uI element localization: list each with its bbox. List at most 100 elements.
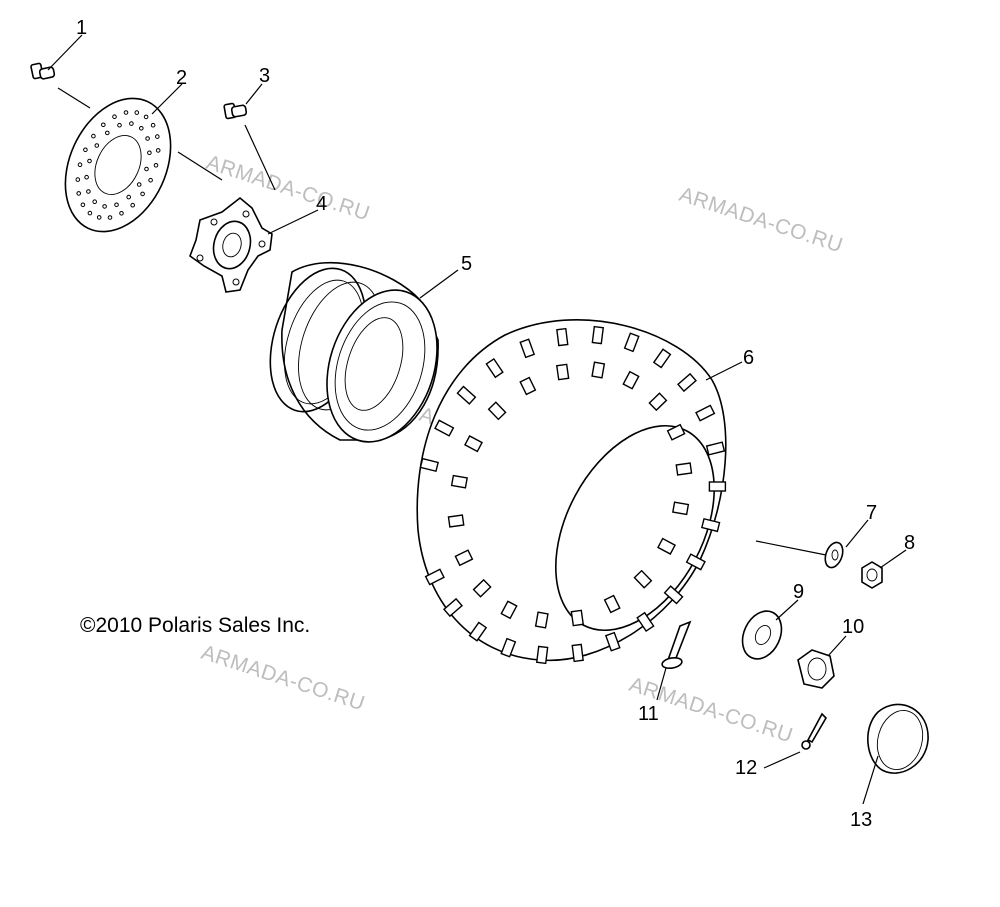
tread-lug: [636, 611, 655, 633]
tread-lug: [535, 645, 549, 665]
part-8-nut: [861, 561, 883, 589]
disc-hole: [112, 114, 117, 119]
callout-6: 6: [743, 347, 754, 369]
disc-hole: [117, 122, 122, 128]
disc-hole: [147, 150, 152, 156]
tread-lug: [695, 404, 716, 422]
callout-labels: 1 2 3 4 5 6 7 8 9 10 11 12 13: [76, 17, 915, 831]
part-6-tire: [416, 319, 727, 665]
tread-lug: [623, 332, 640, 353]
disc-hole: [96, 215, 102, 220]
tread-lug: [434, 419, 455, 437]
part-10-axle-nut: [797, 649, 835, 689]
disc-hole: [107, 215, 113, 220]
tread-lug: [468, 621, 488, 642]
disc-hole: [119, 211, 124, 216]
callout-3: 3: [259, 65, 270, 87]
disc-hole: [75, 177, 81, 182]
disc-hole: [105, 130, 110, 136]
disc-hole: [130, 202, 135, 208]
part-12-clip: [801, 712, 828, 750]
disc-hole: [126, 194, 131, 200]
disc-hole: [94, 143, 100, 148]
disc-hole: [153, 163, 159, 168]
tread-lug: [708, 481, 727, 492]
disc-hole: [77, 162, 83, 167]
part-1-bolt: [30, 62, 56, 80]
disc-hole: [134, 110, 140, 115]
tread-lug: [622, 370, 640, 390]
tread-lug: [571, 643, 584, 663]
disc-hole: [101, 122, 106, 128]
tread-lug: [657, 537, 676, 555]
copyright-text: ©2010 Polaris Sales Inc.: [80, 614, 310, 637]
disc-hole: [91, 133, 96, 139]
part-11-pin: [661, 620, 692, 670]
callout-10: 10: [842, 616, 864, 638]
tread-lug: [519, 376, 537, 396]
disc-hole: [123, 110, 129, 115]
tread-lug: [685, 553, 706, 571]
disc-hole: [102, 204, 107, 209]
part-2-brake-disc: [64, 97, 172, 233]
part-9-large-washer: [741, 610, 783, 660]
tread-lug: [464, 435, 483, 453]
disc-hole: [136, 182, 142, 187]
tread-lug: [677, 372, 697, 393]
disc-hole: [155, 148, 161, 153]
tread-lug: [534, 611, 549, 629]
disc-hole: [155, 134, 160, 139]
callout-4: 4: [316, 193, 327, 215]
disc-hole: [150, 122, 156, 128]
disc-hole: [139, 126, 144, 131]
callout-5: 5: [461, 253, 472, 275]
tread-lug: [591, 325, 605, 345]
part-3-stud: [223, 102, 248, 120]
leader-lines: [47, 34, 907, 805]
tread-lug: [648, 392, 668, 412]
tread-lug: [456, 385, 477, 405]
tread-lug: [555, 363, 570, 381]
tread-lug: [675, 462, 693, 476]
tread-lug: [591, 361, 606, 379]
disc-hole: [87, 158, 92, 164]
tread-lug: [652, 348, 672, 369]
part-13-hub-cap: [867, 703, 929, 774]
tread-lug: [672, 501, 690, 516]
tread-lug: [604, 631, 621, 652]
tread-lug: [705, 441, 726, 456]
tread-lug: [419, 457, 439, 473]
watermark-4: ARMADA-CO.RU: [198, 641, 367, 716]
disc-hole: [145, 136, 150, 141]
tread-lug: [663, 585, 684, 605]
callout-8: 8: [904, 532, 915, 554]
disc-hole: [143, 114, 149, 120]
disc-hole: [80, 202, 86, 208]
disc-hole: [76, 191, 81, 196]
tread-lug: [556, 327, 569, 347]
part-5-rim: [269, 261, 439, 443]
callout-12: 12: [735, 757, 757, 779]
part-7-washer: [824, 541, 844, 569]
tread-lug: [500, 637, 517, 658]
callout-2: 2: [176, 67, 187, 89]
callout-1: 1: [76, 17, 87, 39]
tread-lug: [519, 338, 536, 359]
tread-lug: [603, 594, 621, 614]
tread-lug: [472, 578, 492, 598]
disc-hole: [86, 189, 91, 194]
tread-lug: [485, 357, 504, 379]
disc-hole: [87, 210, 93, 216]
disc-hole: [148, 177, 153, 183]
callout-7: 7: [866, 502, 877, 524]
tread-lug: [487, 401, 507, 421]
tread-lug: [701, 517, 721, 533]
callout-11: 11: [638, 703, 659, 725]
tread-lug: [633, 569, 653, 589]
tread-lug: [454, 549, 474, 567]
tread-lug: [500, 600, 518, 620]
tread-lug: [443, 597, 463, 618]
tread-lug: [424, 568, 445, 586]
